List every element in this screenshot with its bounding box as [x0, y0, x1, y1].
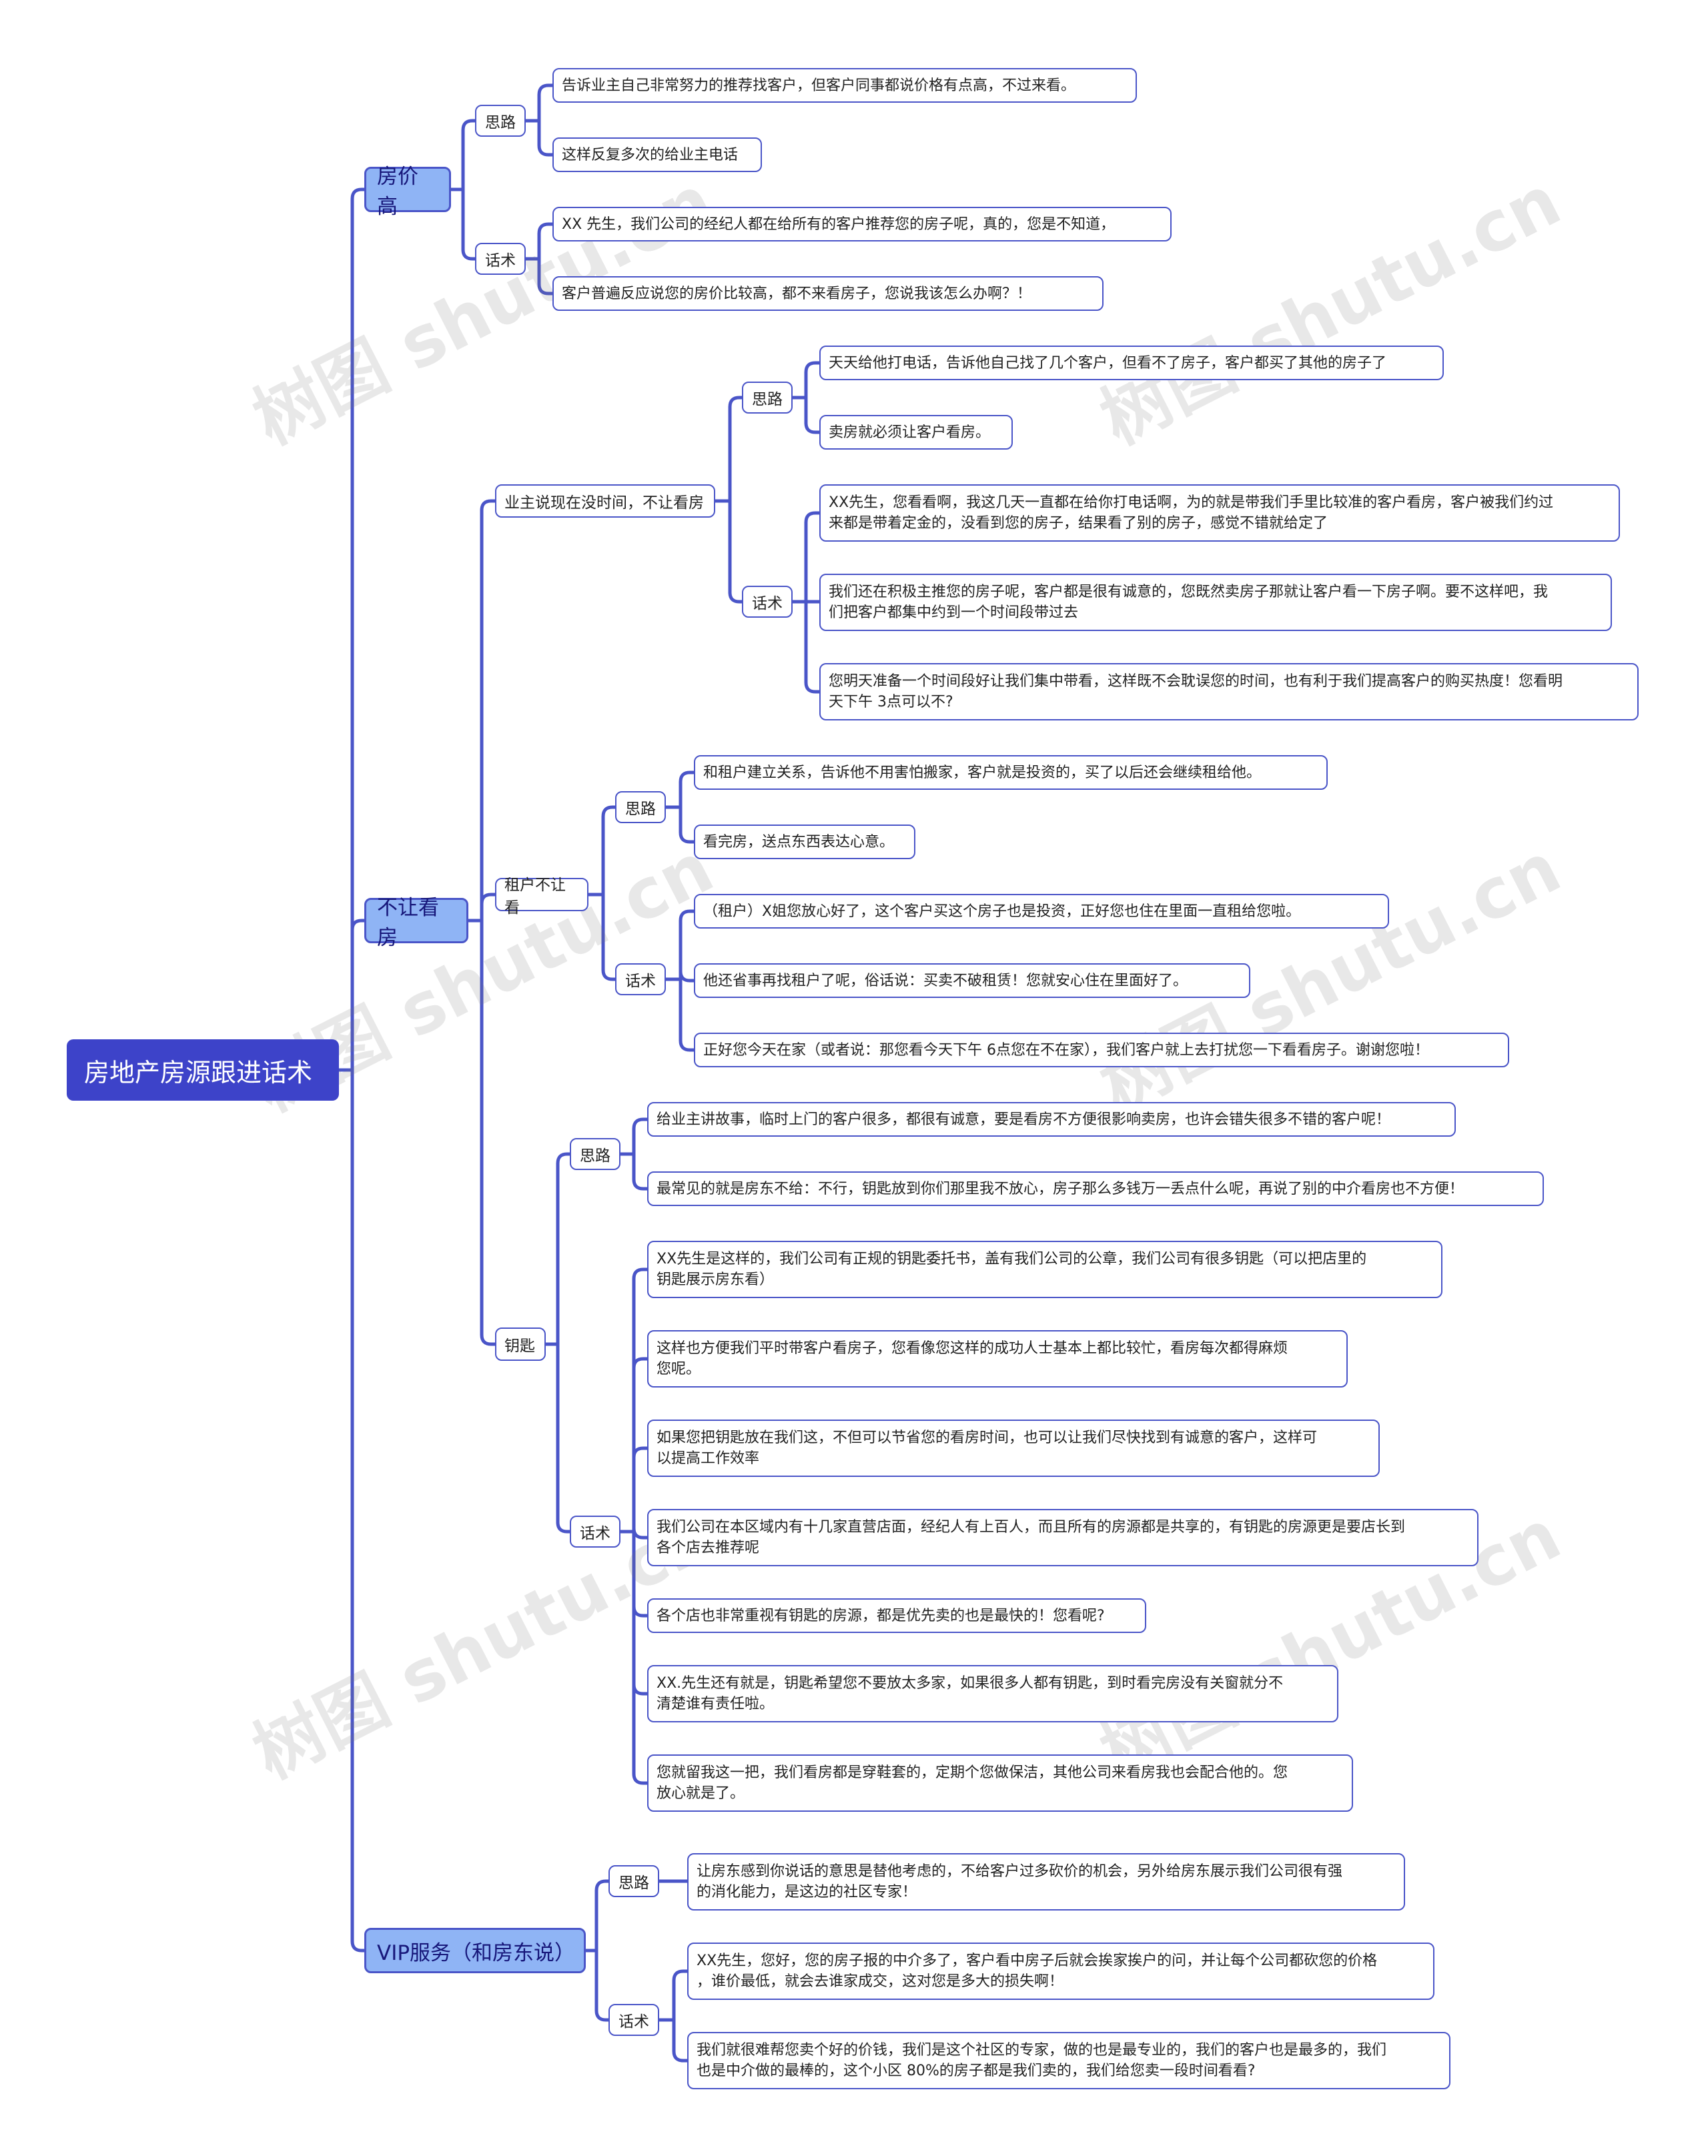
key-script-7[interactable]: 您就留我这一把，我们看房都是穿鞋套的，定期个您做保洁，其他公司来看房我也会配合他…: [647, 1754, 1353, 1812]
connector-tenant-node: [586, 805, 617, 981]
key-script-3-line-2: 以提高工作效率: [657, 1450, 760, 1467]
key-script-6-line-2: 清楚谁有责任啦。: [657, 1696, 775, 1712]
key-idea-label[interactable]: 思路: [570, 1138, 620, 1170]
connector-vip-script-label: [657, 1969, 689, 2063]
tenant-script-3[interactable]: 正好您今天在家（或者说：那您看今天下午 6点您在不在家），我们客户就上去打扰您一…: [694, 1033, 1509, 1067]
connector-tenant-script-label: [664, 909, 696, 1052]
owner-busy-idea-2[interactable]: 卖房就必须让客户看房。: [819, 415, 1013, 450]
connector-price-high-idea-label: [524, 83, 554, 157]
key-script-1-line-1: XX先生是这样的，我们公司有正规的钥匙委托书，盖有我们公司的公章，我们公司有很多…: [657, 1251, 1367, 1267]
vip-script-2[interactable]: 我们就很难帮您卖个好的价钱，我们是这个社区的专家，做的也是最专业的，我们的客户也…: [687, 2032, 1450, 2089]
key-node[interactable]: 钥匙: [495, 1327, 546, 1361]
key-script-1[interactable]: XX先生是这样的，我们公司有正规的钥匙委托书，盖有我们公司的公章，我们公司有很多…: [647, 1241, 1442, 1298]
key-script-1-line-2: 钥匙展示房东看）: [657, 1271, 775, 1288]
owner-busy-script-1-line-2: 来都是带着定金的，没看到您的房子，结果看了别的房子，感觉不错就给定了: [829, 515, 1328, 532]
key-script-label[interactable]: 话术: [570, 1516, 620, 1548]
tenant-script-label[interactable]: 话术: [615, 963, 666, 995]
connector-branch-no-viewing: [466, 499, 497, 1346]
key-script-7-line-1: 您就留我这一把，我们看房都是穿鞋套的，定期个您做保洁，其他公司来看房我也会配合他…: [657, 1764, 1288, 1781]
owner-busy-node[interactable]: 业主说现在没时间，不让看房: [495, 484, 715, 518]
key-script-4-line-1: 我们公司在本区域内有十几家直营店面，经纪人有上百人，而且所有的房源都是共享的，有…: [657, 1519, 1406, 1536]
key-script-2-line-1: 这样也方便我们平时带客户看房子，您看像您这样的成功人士基本上都比较忙，看房每次都…: [657, 1340, 1288, 1357]
price-high-script-2[interactable]: 客户普遍反应说您的房价比较高，都不来看房子，您说我该怎么办啊？！: [552, 276, 1104, 311]
branch-price-high[interactable]: 房价高: [364, 165, 451, 219]
tenant-idea-label[interactable]: 思路: [615, 791, 666, 823]
connector-branch-vip: [584, 1879, 610, 2022]
key-script-2-line-2: 您呢。: [657, 1361, 701, 1378]
key-idea-1[interactable]: 给业主讲故事，临时上门的客户很多，都很有诚意，要是看房不方便很影响卖房，也许会错…: [647, 1102, 1456, 1137]
connector-owner-busy-script-label: [791, 511, 821, 694]
connector-price-high-script-label: [524, 222, 554, 296]
tenant-script-1[interactable]: （租户）X姐您放心好了，这个客户买这个房子也是投资，正好您也住在里面一直租给您啦…: [694, 894, 1389, 929]
tenant-script-2[interactable]: 他还省事再找租户了呢，俗话说：买卖不破租赁！您就安心住在里面好了。: [694, 963, 1250, 998]
branch-vip[interactable]: VIP服务（和房东说）: [364, 1928, 586, 1973]
key-script-2[interactable]: 这样也方便我们平时带客户看房子，您看像您这样的成功人士基本上都比较忙，看房每次都…: [647, 1330, 1348, 1388]
price-high-script-1[interactable]: XX 先生，我们公司的经纪人都在给所有的客户推荐您的房子呢，真的，您是不知道，: [552, 207, 1172, 241]
price-high-script-label[interactable]: 话术: [475, 243, 526, 275]
owner-busy-script-3-line-1: 您明天准备一个时间段好让我们集中带看，这样既不会耽误您的时间，也有利于我们提高客…: [829, 673, 1563, 690]
connector-owner-busy-node: [713, 396, 744, 604]
connector-key-script-label: [618, 1267, 649, 1785]
vip-script-1-line-1: XX先生，您好，您的房子报的中介多了，客户看中房子后就会挨家挨户的问，并让每个公…: [697, 1953, 1378, 1969]
key-script-4-line-2: 各个店去推荐呢: [657, 1540, 760, 1556]
owner-busy-script-1[interactable]: XX先生，您看看啊，我这几天一直都在给你打电话啊，为的就是带我们手里比较准的客户…: [819, 484, 1620, 542]
key-script-6[interactable]: XX.先生还有就是，钥匙希望您不要放太多家，如果很多人都有钥匙，到时看完房没有关…: [647, 1665, 1338, 1722]
vip-idea-1-line-1: 让房东感到你说话的意思是替他考虑的，不给客户过多砍价的机会，另外给房东展示我们公…: [697, 1863, 1343, 1880]
connector-root-topic: [337, 187, 366, 1953]
owner-busy-script-2-line-1: 我们还在积极主推您的房子呢，客户都是很有诚意的，您既然卖房子那就让客户看一下房子…: [829, 584, 1549, 600]
owner-busy-idea-1[interactable]: 天天给他打电话，告诉他自己找了几个客户，但看不了房子，客户都买了其他的房子了: [819, 346, 1444, 380]
vip-script-2-line-2: 也是中介做的最棒的，这个小区 80%的房子都是我们卖的，我们给您卖一段时间看看?: [697, 2063, 1256, 2079]
vip-idea-1[interactable]: 让房东感到你说话的意思是替他考虑的，不给客户过多砍价的机会，另外给房东展示我们公…: [687, 1853, 1405, 1911]
vip-script-label[interactable]: 话术: [608, 2004, 659, 2036]
key-script-4[interactable]: 我们公司在本区域内有十几家直营店面，经纪人有上百人，而且所有的房源都是共享的，有…: [647, 1509, 1478, 1566]
price-high-idea-1[interactable]: 告诉业主自己非常努力的推荐找客户，但客户同事都说价格有点高，不过来看。: [552, 68, 1137, 103]
key-script-5-line-1: 各个店也非常重视有钥匙的房源，都是优先卖的也是最快的！您看呢?: [657, 1607, 1105, 1624]
price-high-idea-label[interactable]: 思路: [475, 105, 526, 137]
key-script-5[interactable]: 各个店也非常重视有钥匙的房源，都是优先卖的也是最快的！您看呢?: [647, 1598, 1146, 1633]
tenant-idea-2[interactable]: 看完房，送点东西表达心意。: [694, 825, 915, 859]
owner-busy-idea-label[interactable]: 思路: [742, 382, 793, 414]
owner-busy-script-2-line-2: 们把客户都集中约到一个时间段带过去: [829, 604, 1079, 621]
root-topic[interactable]: 房地产房源跟进话术: [67, 1039, 339, 1101]
owner-busy-script-3[interactable]: 您明天准备一个时间段好让我们集中带看，这样既不会耽误您的时间，也有利于我们提高客…: [819, 663, 1639, 720]
connector-key-idea-label: [618, 1117, 649, 1191]
key-script-3-line-1: 如果您把钥匙放在我们这，不但可以节省您的看房时间，也可以让我们尽快找到有诚意的客…: [657, 1430, 1318, 1446]
owner-busy-script-1-line-1: XX先生，您看看啊，我这几天一直都在给你打电话啊，为的就是带我们手里比较准的客户…: [829, 494, 1554, 511]
connector-tenant-idea-label: [664, 770, 696, 844]
owner-busy-script-label[interactable]: 话术: [742, 586, 793, 618]
price-high-idea-2[interactable]: 这样反复多次的给业主电话: [552, 137, 762, 172]
vip-script-2-line-1: 我们就很难帮您卖个好的价钱，我们是这个社区的专家，做的也是最专业的，我们的客户也…: [697, 2042, 1387, 2059]
owner-busy-script-3-line-2: 天下午 3点可以不?: [829, 694, 953, 710]
key-idea-2[interactable]: 最常见的就是房东不给：不行，钥匙放到你们那里我不放心，房子那么多钱万一丢点什么呢…: [647, 1171, 1544, 1206]
tenant-idea-1[interactable]: 和租户建立关系，告诉他不用害怕搬家，客户就是投资的，买了以后还会继续租给他。: [694, 755, 1328, 790]
key-script-3[interactable]: 如果您把钥匙放在我们这，不但可以节省您的看房时间，也可以让我们尽快找到有诚意的客…: [647, 1420, 1380, 1477]
connector-branch-price-high: [449, 119, 477, 261]
vip-script-1-line-2: ，谁价最低，就会去谁家成交，这对您是多大的损失啊！: [697, 1973, 1064, 1990]
tenant-node[interactable]: 租户不让看: [495, 877, 588, 917]
vip-idea-label[interactable]: 思路: [608, 1865, 659, 1897]
vip-idea-1-line-2: 的消化能力，是这边的社区专家！: [697, 1884, 917, 1901]
key-script-7-line-2: 放心就是了。: [657, 1785, 745, 1802]
branch-no-viewing[interactable]: 不让看房: [364, 896, 468, 950]
owner-busy-script-2[interactable]: 我们还在积极主推您的房子呢，客户都是很有诚意的，您既然卖房子那就让客户看一下房子…: [819, 574, 1612, 631]
vip-script-1[interactable]: XX先生，您好，您的房子报的中介多了，客户看中房子后就会挨家挨户的问，并让每个公…: [687, 1943, 1434, 2000]
key-script-6-line-1: XX.先生还有就是，钥匙希望您不要放太多家，如果很多人都有钥匙，到时看完房没有关…: [657, 1675, 1284, 1692]
connector-key-node: [544, 1152, 572, 1534]
connector-owner-busy-idea-label: [791, 361, 821, 434]
